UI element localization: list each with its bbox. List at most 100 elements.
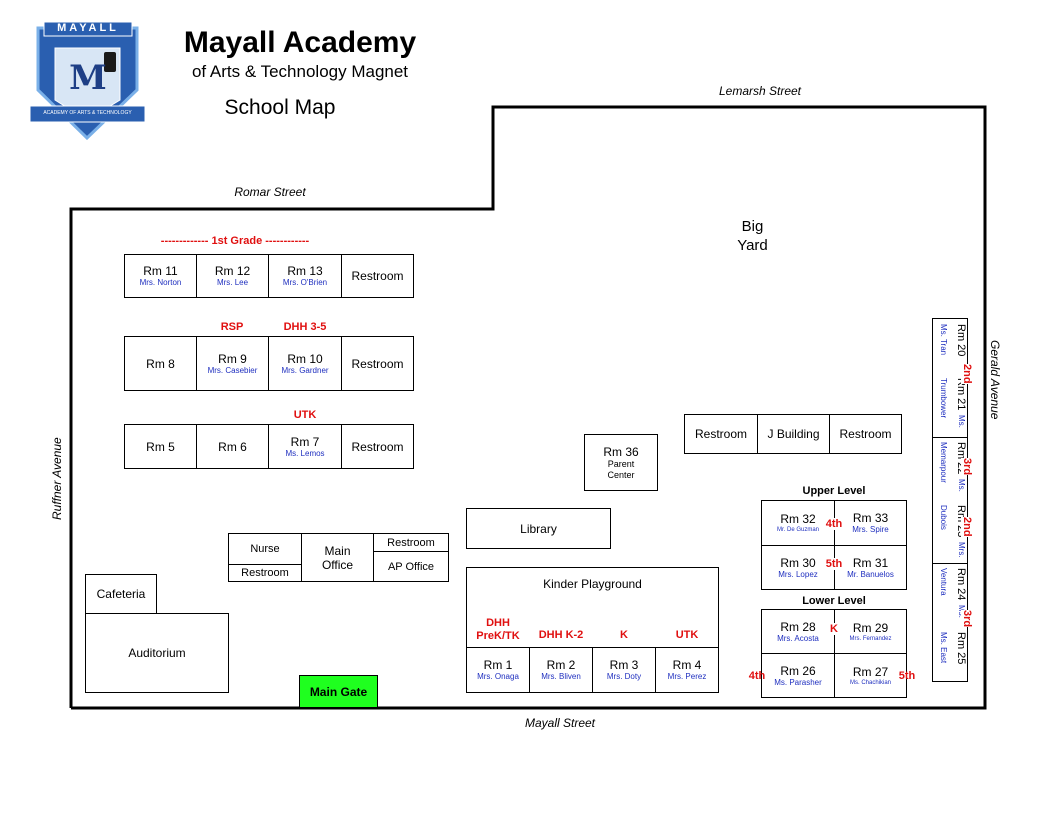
teacher-name: Mrs. Gardner bbox=[281, 365, 329, 375]
teacher-name: Ms. Chachikian bbox=[849, 679, 891, 686]
room-number: Rm 11 bbox=[143, 264, 178, 278]
parent-center-label: Parent Center bbox=[607, 458, 635, 480]
room-number: Rm 30 bbox=[780, 555, 816, 570]
restroom[interactable]: Restroom bbox=[342, 255, 413, 297]
room-20[interactable]: Rm 20 Ms. Tran bbox=[934, 324, 970, 372]
fourth-grade-label: 4th bbox=[824, 518, 844, 530]
teacher-name: Ms. Tran bbox=[939, 324, 948, 356]
restroom[interactable]: Restroom bbox=[229, 565, 302, 581]
room-number: Rm 4 bbox=[672, 658, 702, 672]
school-subtitle: of Arts & Technology Magnet bbox=[191, 62, 409, 81]
room-7[interactable]: Rm 7 Ms. Lemos bbox=[269, 425, 342, 468]
nurse-label: Nurse bbox=[250, 543, 280, 555]
teacher-name: Mrs. Onaga bbox=[477, 672, 519, 681]
room-number: Rm 6 bbox=[218, 439, 247, 454]
building-upper-level: Rm 32 Mr. De Guzman Rm 33 Mrs. Spire Rm … bbox=[761, 500, 907, 590]
teacher-name: Mrs. Lopez bbox=[778, 569, 818, 579]
office-building: Nurse Restroom Main Office Restroom AP O… bbox=[228, 533, 449, 582]
j-building[interactable]: J Building bbox=[758, 415, 830, 453]
room-number: Rm 20 bbox=[955, 324, 967, 357]
room-3[interactable]: Rm 3 Mrs. Doty bbox=[593, 648, 656, 692]
room-number: Rm 3 bbox=[609, 658, 639, 672]
kinder-playground[interactable] bbox=[466, 567, 719, 648]
room-21[interactable]: Rm 21 Ms. Trumbower bbox=[934, 378, 970, 436]
teacher-name: Mrs. Casebier bbox=[207, 365, 258, 375]
room-5[interactable]: Rm 5 bbox=[125, 425, 197, 468]
restroom[interactable]: Restroom bbox=[342, 425, 413, 468]
room-29[interactable]: Rm 29 Mrs. Fernandez bbox=[835, 610, 906, 654]
room-number: Rm 28 bbox=[780, 619, 816, 634]
room-2[interactable]: Rm 2 Mrs. Bliven bbox=[530, 648, 593, 692]
room-10[interactable]: Rm 10 Mrs. Gardner bbox=[269, 337, 342, 390]
restroom[interactable]: Restroom bbox=[374, 534, 448, 552]
room-11[interactable]: Rm 11 Mrs. Norton bbox=[125, 255, 197, 297]
logo-banner-text: ACADEMY OF ARTS & TECHNOLOGY bbox=[43, 110, 132, 116]
restroom-label: Restroom bbox=[351, 439, 404, 454]
room-number: Rm 33 bbox=[852, 511, 889, 525]
school-name: Mayall Academy bbox=[183, 26, 417, 59]
teacher-name: Ms. Parasher bbox=[774, 677, 822, 687]
second-grade-label: 2nd bbox=[961, 364, 973, 384]
kinder-lower-label: K bbox=[826, 623, 842, 635]
room-number: Rm 8 bbox=[146, 356, 175, 371]
room-number: Rm 21 bbox=[955, 378, 967, 411]
room-number: Rm 10 bbox=[287, 351, 323, 366]
teacher-name: Mrs. Doty bbox=[606, 672, 642, 681]
restroom[interactable]: Restroom bbox=[685, 415, 758, 453]
teacher-name: Mr. Banuelos bbox=[847, 569, 894, 579]
room-33[interactable]: Rm 33 Mrs. Spire bbox=[835, 501, 906, 546]
room-1[interactable]: Rm 1 Mrs. Onaga bbox=[467, 648, 530, 692]
main-office-label: Main Office bbox=[321, 543, 354, 572]
room-31[interactable]: Rm 31 Mr. Banuelos bbox=[835, 546, 906, 589]
teacher-name: Mrs. Acosta bbox=[777, 633, 819, 643]
restroom-label: Restroom bbox=[694, 427, 747, 441]
auditorium[interactable]: Auditorium bbox=[85, 613, 229, 693]
room-27[interactable]: Rm 27 Ms. Chachikian bbox=[835, 654, 906, 697]
restroom[interactable]: Restroom bbox=[830, 415, 901, 453]
teacher-name: Ms. Lemos bbox=[285, 448, 325, 458]
building-lower-level: Rm 28 Mrs. Acosta Rm 29 Mrs. Fernandez R… bbox=[761, 609, 907, 698]
room-number: Rm 1 bbox=[483, 658, 513, 672]
teacher-name: Mrs. Perez bbox=[667, 672, 707, 681]
third-grade-label-2: 3rd bbox=[961, 610, 973, 628]
room-36[interactable]: Rm 36 Parent Center bbox=[584, 434, 658, 491]
fifth-grade-label-2: 5th bbox=[898, 670, 916, 682]
room-number: Rm 24 bbox=[955, 568, 967, 601]
room-6[interactable]: Rm 6 bbox=[197, 425, 269, 468]
utk-kinder-label: UTK bbox=[675, 629, 699, 641]
logo-letter: M bbox=[69, 58, 107, 98]
street-romar: Romar Street bbox=[234, 185, 306, 199]
room-12[interactable]: Rm 12 Mrs. Lee bbox=[197, 255, 269, 297]
room-13[interactable]: Rm 13 Mrs. O'Brien bbox=[269, 255, 342, 297]
dhh-3-5-label: DHH 3-5 bbox=[283, 321, 327, 333]
main-gate[interactable]: Main Gate bbox=[299, 675, 378, 708]
building-row-2: Rm 8 Rm 9 Mrs. Casebier Rm 10 Mrs. Gardn… bbox=[124, 336, 414, 391]
room-26[interactable]: Rm 26 Ms. Parasher bbox=[762, 654, 835, 697]
cafeteria[interactable]: Cafeteria bbox=[85, 574, 157, 614]
room-8[interactable]: Rm 8 bbox=[125, 337, 197, 390]
restroom-label: Restroom bbox=[241, 567, 289, 579]
room-number: Rm 9 bbox=[218, 351, 247, 366]
room-9[interactable]: Rm 9 Mrs. Casebier bbox=[197, 337, 269, 390]
teacher-name: Mr. De Guzman bbox=[776, 527, 819, 533]
room-number: Rm 7 bbox=[290, 434, 320, 449]
j-building-label: J Building bbox=[767, 427, 820, 441]
room-number: Rm 12 bbox=[214, 264, 251, 278]
nurse[interactable]: Nurse bbox=[229, 534, 302, 565]
room-number: Rm 36 bbox=[603, 444, 639, 459]
street-mayall: Mayall Street bbox=[524, 716, 596, 730]
room-4[interactable]: Rm 4 Mrs. Perez bbox=[656, 648, 718, 692]
building-kinder: Rm 1 Mrs. Onaga Rm 2 Mrs. Bliven Rm 3 Mr… bbox=[466, 647, 719, 693]
school-logo: MAYALL M ACADEMY OF ARTS & TECHNOLOGY bbox=[29, 20, 146, 141]
room-number: Rm 31 bbox=[852, 555, 889, 570]
teacher-name: Ms. East bbox=[939, 632, 948, 664]
restroom[interactable]: Restroom bbox=[342, 337, 413, 390]
room-28[interactable]: Rm 28 Mrs. Acosta bbox=[762, 610, 835, 654]
room-number: Rm 13 bbox=[287, 264, 323, 278]
room-25[interactable]: Rm 25 Ms. East bbox=[934, 632, 970, 680]
room-number: Rm 5 bbox=[146, 439, 175, 454]
ap-office[interactable]: AP Office bbox=[374, 552, 448, 581]
library[interactable]: Library bbox=[466, 508, 611, 549]
main-office[interactable]: Main Office bbox=[302, 534, 374, 581]
restroom-label: Restroom bbox=[387, 536, 435, 549]
